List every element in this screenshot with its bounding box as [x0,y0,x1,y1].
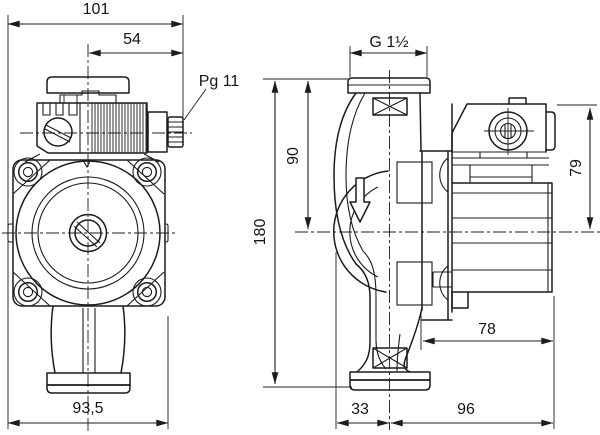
terminal-screw [43,117,73,147]
cable-gland-label: Pg 11 [199,73,240,90]
terminal-box-front [36,102,148,154]
center-lines [2,44,600,432]
dim-center-to-gland-label: 54 [123,31,141,48]
pump-speed-knob [46,76,130,94]
dim-pipe-thread-label: G 1½ [369,34,408,51]
dim-overall-width-label: 101 [83,1,110,18]
gasket-symbol-top [372,97,408,116]
cable-gland [147,111,168,153]
flange-screws [13,157,162,307]
side-view [332,77,556,391]
dim-overall-height-label: 180 [252,219,269,246]
dim-center-to-motor-end-label: 96 [457,401,475,418]
dim-center-to-motor-top-label: 79 [568,159,585,177]
dimension-lines [7,15,597,429]
motor-terminal-box [451,97,556,155]
dim-port-to-center-label: 90 [285,147,302,165]
flow-direction-arrow [349,177,371,223]
dim-center-to-volute-front-label: 33 [351,401,369,418]
gasket-symbol-bottom [372,347,408,369]
front-view [7,76,184,394]
dim-port-flange-width-label: 93,5 [72,400,103,417]
port-flange-front [46,372,131,386]
top-port-flange [347,77,431,94]
bottom-port-flange [349,371,431,381]
dim-motor-length-label: 78 [478,321,496,338]
motor-body [451,182,553,309]
